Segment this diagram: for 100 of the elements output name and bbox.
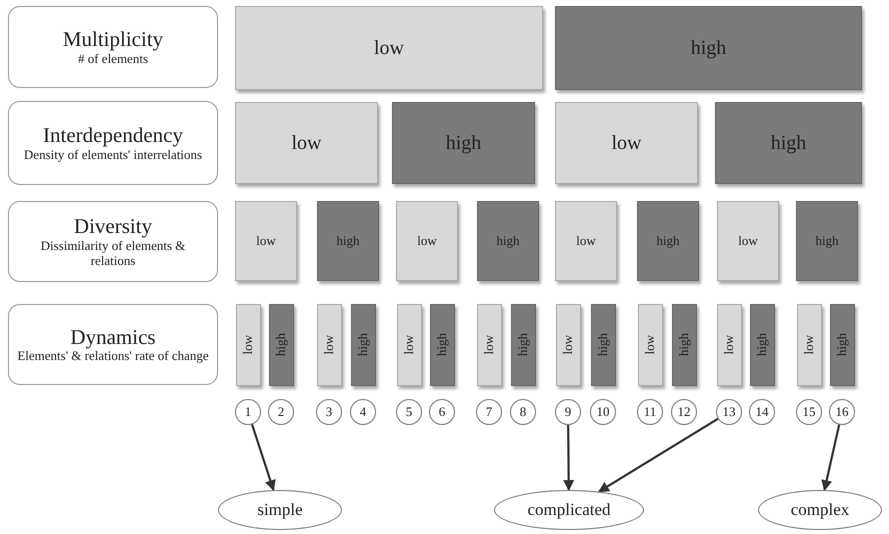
level-box <box>317 201 379 281</box>
value-label: simple <box>257 500 303 520</box>
level-box <box>235 6 543 90</box>
level-box <box>830 304 855 386</box>
arrow <box>250 424 276 492</box>
level-box <box>555 6 862 90</box>
dimension-label-box <box>8 6 218 88</box>
value-label: high <box>770 132 806 154</box>
level-box <box>430 304 455 386</box>
number-circle <box>268 399 294 425</box>
value-label: complex <box>790 500 850 520</box>
value-label: 9 <box>564 404 572 420</box>
value-label: high <box>815 234 839 248</box>
level-box <box>477 201 539 281</box>
description-text: Density of elements' interrelations <box>22 148 204 163</box>
level-box <box>511 304 536 386</box>
level-box <box>236 304 261 386</box>
value-label: low <box>561 335 576 355</box>
value-label: 12 <box>678 404 690 420</box>
level-box <box>396 201 458 281</box>
dimension-name: Dynamics <box>69 324 157 350</box>
number-circle <box>590 399 616 425</box>
number-circle <box>796 399 822 425</box>
level-box <box>397 304 422 386</box>
number-circle <box>429 399 455 425</box>
level-box <box>672 304 697 386</box>
level-box <box>637 201 699 281</box>
number-circle <box>235 399 261 425</box>
level-box <box>717 201 779 281</box>
value-label: 3 <box>326 404 332 420</box>
level-box <box>717 304 742 386</box>
dimension-label-box <box>8 304 218 385</box>
level-box <box>797 304 822 386</box>
level-box <box>796 201 858 281</box>
number-circle <box>716 399 742 425</box>
value-label: 14 <box>756 404 768 420</box>
number-circle <box>476 399 502 425</box>
value-label: low <box>576 234 596 248</box>
dimension-name: Diversity <box>72 214 154 239</box>
value-label: high <box>677 333 692 357</box>
description-text: Elements' & relations' rate of change <box>16 349 210 364</box>
value-label: high <box>336 234 360 248</box>
value-label: high <box>435 333 450 357</box>
level-box <box>555 102 698 184</box>
value-label: high <box>656 234 680 248</box>
value-label: 13 <box>722 404 736 420</box>
value-label: 4 <box>360 404 366 420</box>
value-label: 6 <box>438 404 446 420</box>
level-box <box>269 304 294 386</box>
value-label: high <box>755 333 770 357</box>
value-label: 10 <box>596 404 610 420</box>
value-label: high <box>446 132 482 154</box>
value-label: low <box>802 335 817 355</box>
value-label: high <box>356 333 371 357</box>
level-box <box>351 304 376 386</box>
dimension-name: Interdependency <box>42 123 184 148</box>
value-label: low <box>612 132 642 154</box>
level-box <box>555 201 617 281</box>
value-label: low <box>292 132 322 154</box>
value-label: low <box>241 335 256 355</box>
level-box <box>715 102 862 184</box>
value-label: low <box>417 234 437 248</box>
value-label: low <box>402 335 417 355</box>
number-circle <box>396 399 422 425</box>
level-box <box>556 304 581 386</box>
level-box <box>235 102 378 184</box>
level-box <box>638 304 663 386</box>
number-circle <box>637 399 663 425</box>
value-label: high <box>496 234 520 248</box>
value-label: 7 <box>486 404 492 420</box>
value-label: low <box>256 234 276 248</box>
value-label: high <box>274 333 289 357</box>
arrow <box>563 424 574 492</box>
number-circle <box>555 399 581 425</box>
level-box <box>750 304 775 386</box>
value-label: 2 <box>278 404 284 420</box>
level-box <box>235 201 297 281</box>
value-label: complicated <box>527 500 611 520</box>
description-text: Dissimilarity of elements & relations <box>40 238 186 268</box>
value-label: low <box>643 335 658 355</box>
level-box <box>591 304 616 386</box>
number-circle <box>350 399 376 425</box>
value-label: low <box>374 36 404 60</box>
dimension-label-box <box>8 201 218 282</box>
level-box <box>477 304 502 386</box>
value-label: high <box>516 333 531 357</box>
number-circle <box>749 399 775 425</box>
value-label: high <box>596 333 611 357</box>
value-label: high <box>835 333 850 357</box>
number-circle <box>510 399 536 425</box>
value-label: high <box>690 36 726 60</box>
level-box <box>392 102 535 184</box>
value-label: 1 <box>244 404 252 420</box>
value-label: 11 <box>644 404 656 420</box>
value-label: 5 <box>406 404 412 420</box>
value-label: low <box>322 335 337 355</box>
number-circle <box>671 399 697 425</box>
value-label: low <box>738 234 758 248</box>
arrow <box>821 424 840 492</box>
level-box <box>317 304 342 386</box>
